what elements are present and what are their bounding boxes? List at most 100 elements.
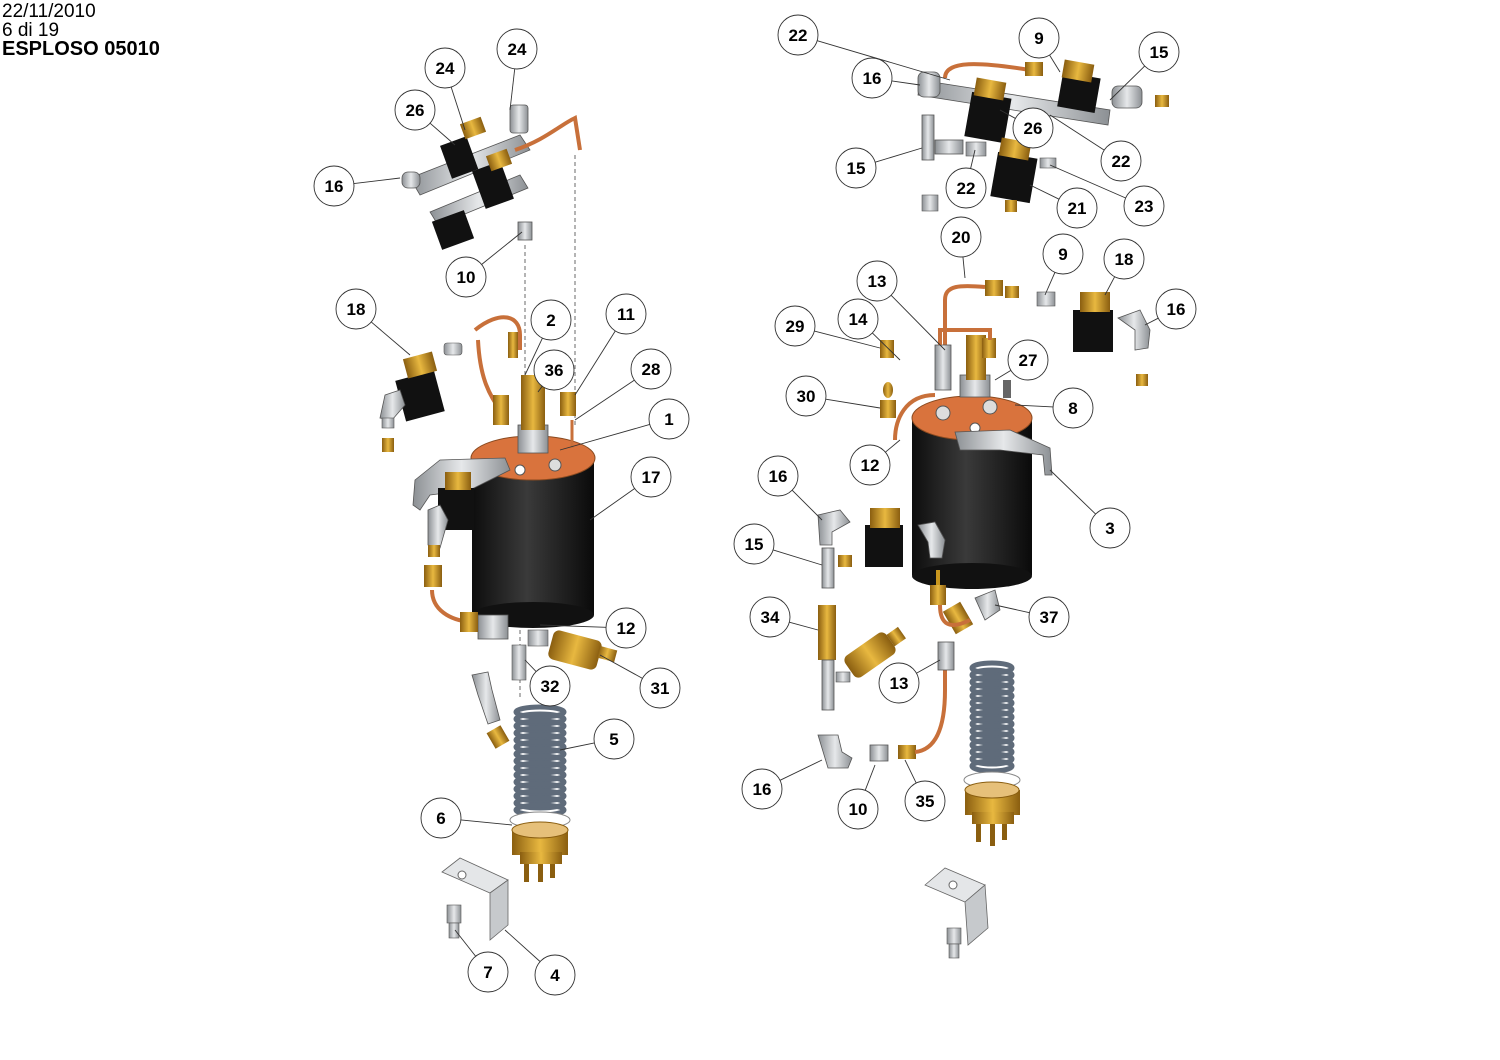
callout-number: 28 — [642, 360, 661, 379]
callout-circle — [1052, 387, 1094, 429]
callout-number: 16 — [753, 780, 772, 799]
callout-number: 8 — [1068, 399, 1077, 418]
callout-circle — [533, 349, 575, 391]
callout-circle — [445, 256, 487, 298]
right-fitting-37 — [930, 570, 1001, 635]
header-date: 22/11/2010 — [2, 1, 96, 22]
right-pipe-20 — [943, 280, 1056, 345]
callout-circle — [945, 167, 987, 209]
left-callout-11: 11 — [605, 293, 647, 335]
callout-circle — [394, 89, 436, 131]
callout-circle — [1100, 140, 1142, 182]
right-callout-15: 15 — [835, 147, 877, 189]
callout-circle — [878, 662, 920, 704]
callout-number: 22 — [957, 179, 976, 198]
copper-pipe — [914, 660, 947, 754]
right-callout-12: 12 — [849, 444, 891, 486]
leader-line — [1049, 114, 1105, 151]
callout-number: 13 — [868, 272, 887, 291]
leader-line — [574, 379, 635, 421]
callout-number: 23 — [1135, 197, 1154, 216]
callout-number: 24 — [436, 59, 455, 78]
leader-line — [1049, 469, 1096, 515]
leader-line — [779, 759, 823, 781]
callout-number: 17 — [642, 468, 661, 487]
callout-number: 5 — [609, 730, 618, 749]
leader-line — [772, 549, 823, 566]
left-callout-16: 16 — [313, 165, 355, 207]
leader-line — [599, 654, 643, 679]
right-valve-18 — [1073, 292, 1151, 386]
leader-line — [891, 80, 921, 86]
leader-line — [353, 177, 401, 185]
pipe-fitting — [937, 641, 955, 671]
right-callout-14: 14 — [837, 298, 879, 340]
leader-line — [791, 489, 823, 521]
pipe-fitting — [511, 644, 527, 681]
callout-number: 13 — [890, 674, 909, 693]
callout-circle — [1089, 507, 1131, 549]
callout-number: 26 — [406, 101, 425, 120]
callout-number: 35 — [916, 792, 935, 811]
callout-circle — [593, 718, 635, 760]
left-callout-5: 5 — [593, 718, 635, 760]
callout-circle — [424, 47, 466, 89]
callout-circle — [630, 348, 672, 390]
leader-line — [1144, 317, 1159, 326]
left-callout-18: 18 — [335, 288, 377, 330]
leader-line — [825, 398, 881, 409]
leader-line — [504, 929, 541, 962]
left-element-flange — [509, 811, 571, 882]
callout-number: 12 — [861, 456, 880, 475]
right-left-fittings — [817, 509, 916, 769]
callout-number: 37 — [1040, 608, 1059, 627]
callout-number: 10 — [457, 268, 476, 287]
callout-number: 15 — [847, 159, 866, 178]
callout-number: 14 — [849, 310, 868, 329]
callout-circle — [749, 596, 791, 638]
callout-number: 3 — [1105, 519, 1114, 538]
callout-circle — [940, 216, 982, 258]
left-callout-26: 26 — [394, 89, 436, 131]
callout-number: 31 — [651, 679, 670, 698]
callout-circle — [904, 780, 946, 822]
callout-number: 16 — [769, 467, 788, 486]
left-heating-coil — [513, 704, 567, 818]
leader-line — [524, 659, 537, 672]
left-valve-18 — [379, 342, 463, 452]
callout-number: 16 — [1167, 300, 1186, 319]
right-callout-13: 13 — [856, 260, 898, 302]
right-callout-15: 15 — [1138, 31, 1180, 73]
left-callout-32: 32 — [529, 665, 571, 707]
callout-circle — [605, 607, 647, 649]
callout-number: 9 — [1058, 245, 1067, 264]
callout-circle — [1028, 596, 1070, 638]
left-callout-12: 12 — [605, 607, 647, 649]
callout-number: 15 — [745, 535, 764, 554]
left-callout-36: 36 — [533, 349, 575, 391]
right-assembly — [817, 59, 1169, 959]
right-callout-29: 29 — [774, 305, 816, 347]
right-callout-9: 9 — [1042, 233, 1084, 275]
leader-line — [817, 40, 951, 81]
callout-number: 27 — [1019, 351, 1038, 370]
right-callout-35: 35 — [904, 780, 946, 822]
leader-line — [450, 86, 466, 131]
leader-line — [574, 330, 616, 396]
leader-line — [370, 321, 411, 356]
left-callout-4: 4 — [534, 954, 576, 996]
callout-circle — [639, 667, 681, 709]
leader-line — [885, 439, 901, 453]
leader-line — [904, 759, 917, 784]
callout-circle — [630, 456, 672, 498]
callout-number: 24 — [508, 40, 527, 59]
callout-circle — [1056, 187, 1098, 229]
header-page: 6 di 19 — [2, 20, 60, 41]
leader-line — [1044, 272, 1056, 296]
callout-circle — [313, 165, 355, 207]
left-callout-10: 10 — [445, 256, 487, 298]
nut — [460, 612, 478, 632]
callout-circle — [420, 797, 462, 839]
left-assembly — [379, 104, 618, 941]
leader-line — [864, 764, 876, 791]
